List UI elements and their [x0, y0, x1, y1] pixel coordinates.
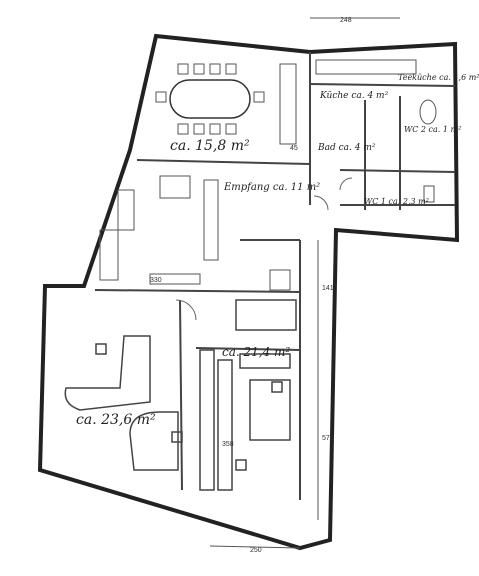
- office-desks: [64, 299, 297, 491]
- room-label-meeting: ca. 15,8 m²: [170, 138, 250, 154]
- room-label-bad: Bad ca. 4 m²: [317, 143, 376, 153]
- room-label-empfang: Empfang ca. 11 m²: [223, 182, 320, 193]
- dim-shelf-a: 330: [150, 277, 162, 284]
- dim-right-b: 570: [322, 435, 334, 442]
- doors: [175, 177, 353, 321]
- room-label-teekueche: Teeküche ca. 1,6 m²: [398, 73, 479, 82]
- room-label-office-big: ca. 23,6 m²: [76, 412, 156, 428]
- room-label-wc1: WC 1 ca. 2,3 m²: [364, 197, 429, 206]
- dim-top-right: 248: [340, 17, 352, 24]
- room-label-wc2: WC 2 ca. 1 m²: [404, 125, 461, 134]
- dimension-lines: [209, 17, 400, 549]
- dim-right-a: 141: [322, 285, 334, 292]
- inner-walls: [94, 52, 456, 500]
- reception-furniture: [99, 175, 291, 291]
- kitchen-counter: [279, 59, 437, 203]
- room-label-kueche: Küche ca. 4 m²: [319, 91, 389, 101]
- dim-shelf-b: 358: [222, 441, 234, 448]
- dim-meeting-small: 45: [290, 145, 298, 152]
- outer-walls: [37, 33, 460, 551]
- dim-bottom: 250: [250, 547, 262, 554]
- room-label-office-mid: ca. 21,4 m²: [222, 345, 290, 359]
- meeting-table: [155, 63, 265, 135]
